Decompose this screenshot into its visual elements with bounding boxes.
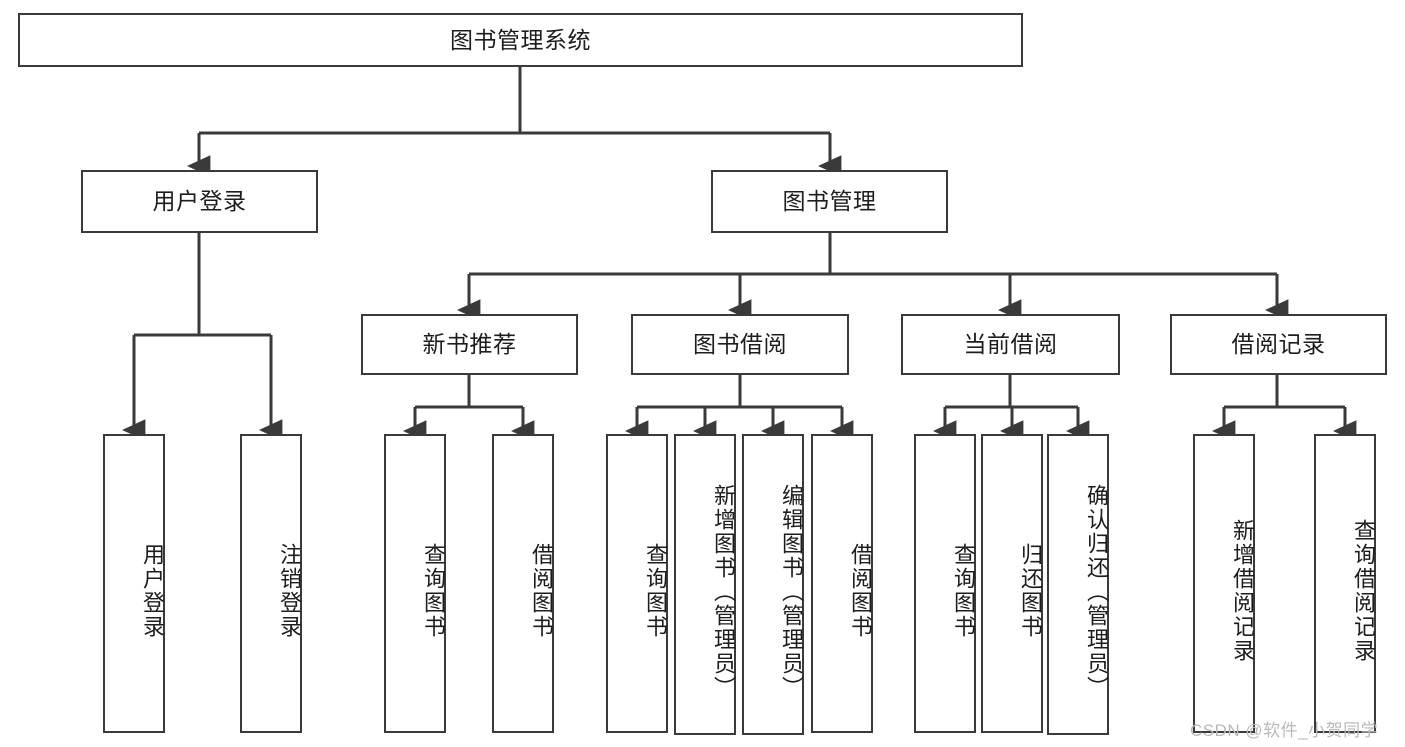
leaf-add-record[interactable]: 新增借阅记录 xyxy=(1193,434,1255,733)
node-root-label: 图书管理系统 xyxy=(450,26,591,53)
leaf-confirm-return[interactable]: 确认归还（管理员） xyxy=(1047,434,1109,735)
leaf-edit-book[interactable]: 编辑图书（管理员） xyxy=(742,434,804,735)
leaf-query-record-label: 查询借阅记录 xyxy=(1351,518,1376,663)
leaf-query-book-1[interactable]: 查询图书 xyxy=(384,434,446,733)
leaf-add-book-label: 新增图书（管理员） xyxy=(711,483,736,700)
leaf-user-login[interactable]: 用户登录 xyxy=(103,434,165,733)
node-user-login[interactable]: 用户登录 xyxy=(81,170,318,233)
node-root[interactable]: 图书管理系统 xyxy=(18,13,1023,67)
node-current-borrow-label: 当前借阅 xyxy=(963,331,1058,358)
leaf-edit-book-label: 编辑图书（管理员） xyxy=(779,483,804,700)
leaf-user-login-label: 用户登录 xyxy=(140,542,165,639)
node-book-manage-label: 图书管理 xyxy=(782,188,877,215)
leaf-add-book[interactable]: 新增图书（管理员） xyxy=(674,434,736,735)
node-borrow-record[interactable]: 借阅记录 xyxy=(1170,314,1387,375)
node-borrow-record-label: 借阅记录 xyxy=(1231,331,1326,358)
leaf-borrow-book-1[interactable]: 借阅图书 xyxy=(492,434,554,733)
node-book-borrow[interactable]: 图书借阅 xyxy=(631,314,849,375)
leaf-query-book-1-label: 查询图书 xyxy=(421,542,446,639)
leaf-logout-login[interactable]: 注销登录 xyxy=(240,434,302,733)
leaf-query-record[interactable]: 查询借阅记录 xyxy=(1314,434,1376,733)
node-book-borrow-label: 图书借阅 xyxy=(693,331,787,358)
leaf-confirm-return-label: 确认归还（管理员） xyxy=(1084,483,1109,700)
csdn-watermark: CSDN @软件_小贺同学 xyxy=(1190,721,1379,740)
leaf-borrow-book-2-label: 借阅图书 xyxy=(848,542,873,639)
leaf-query-book-3-label: 查询图书 xyxy=(951,542,976,639)
leaf-query-book-2-label: 查询图书 xyxy=(643,542,668,639)
leaf-query-book-2[interactable]: 查询图书 xyxy=(606,434,668,733)
node-current-borrow[interactable]: 当前借阅 xyxy=(901,314,1120,375)
node-new-book-rec-label: 新书推荐 xyxy=(422,331,517,358)
leaf-return-book-label: 归还图书 xyxy=(1018,542,1043,639)
leaf-logout-login-label: 注销登录 xyxy=(277,542,302,639)
node-book-manage[interactable]: 图书管理 xyxy=(711,170,948,233)
leaf-query-book-3[interactable]: 查询图书 xyxy=(914,434,976,733)
leaf-add-record-label: 新增借阅记录 xyxy=(1230,518,1255,663)
node-new-book-rec[interactable]: 新书推荐 xyxy=(361,314,578,375)
leaf-return-book[interactable]: 归还图书 xyxy=(981,434,1043,733)
leaf-borrow-book-1-label: 借阅图书 xyxy=(529,542,554,639)
leaf-borrow-book-2[interactable]: 借阅图书 xyxy=(811,434,873,733)
node-user-login-label: 用户登录 xyxy=(152,188,247,215)
